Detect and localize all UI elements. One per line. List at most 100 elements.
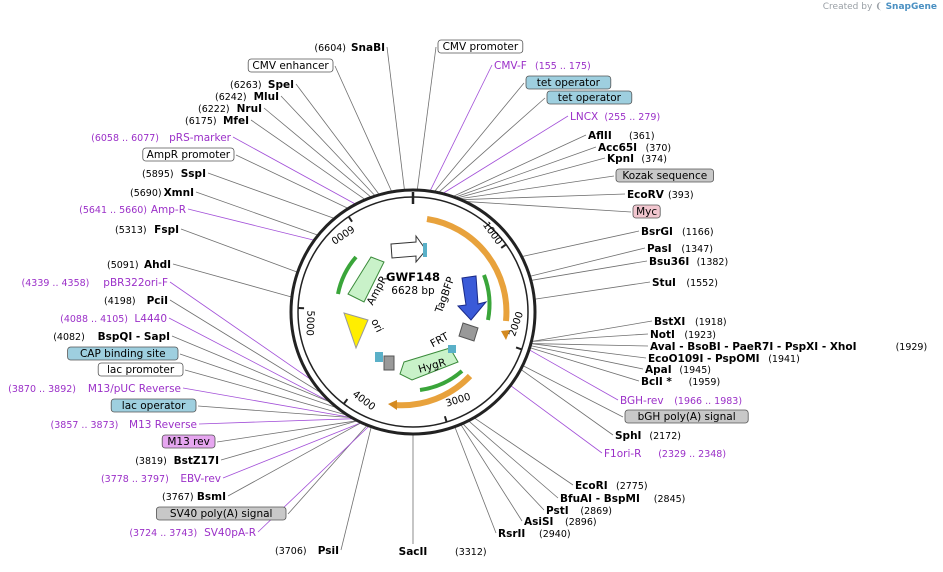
- site-label-sacii: SacII(3312): [399, 546, 487, 558]
- site-label-stui: StuI(1552): [652, 277, 718, 289]
- snapgene-logo-icon: ❨: [875, 2, 883, 12]
- site-position: (1929): [896, 342, 928, 353]
- leader-line: [287, 424, 368, 515]
- site-label-ecoo109i: EcoO109I - PspOMI(1941): [648, 353, 800, 365]
- leader-line: [334, 65, 393, 193]
- leader-line: [227, 422, 362, 497]
- site-name: AflII: [588, 130, 612, 142]
- leader-line: [416, 46, 437, 191]
- site-name: XmnI: [164, 187, 194, 199]
- site-name: BsrGI: [641, 226, 673, 238]
- site-label-lac-operator: lac operator: [110, 398, 197, 413]
- site-label-cmv-f: CMV-F(155 .. 175): [494, 60, 591, 72]
- site-label-acc65i: Acc65I(370): [598, 142, 671, 154]
- site-label-cmv-enhancer: CMV enhancer: [247, 58, 334, 73]
- site-position: (4339 .. 4358): [22, 278, 90, 289]
- leader-line: [172, 263, 293, 298]
- site-label-rsrii: RsrII(2940): [498, 528, 571, 540]
- orf-arc-tagbfp-head: [501, 330, 510, 340]
- site-label-l4440: L4440(4088 .. 4105): [60, 313, 167, 325]
- primer-arc-left: [336, 255, 358, 295]
- leader-line: [182, 387, 353, 419]
- site-label-psti: PstI(2869): [546, 505, 612, 517]
- primer-arc-bottom: [419, 369, 464, 392]
- feature-box: [632, 204, 661, 219]
- site-position: (374): [641, 154, 667, 165]
- leader-line: [168, 317, 332, 404]
- site-name: PsiI: [318, 545, 339, 557]
- leader-line: [452, 134, 587, 198]
- feature-box: [546, 90, 633, 105]
- feature-box: [155, 506, 287, 521]
- site-label-bgh-polya: bGH poly(A) signal: [624, 409, 749, 424]
- primer-arc-right: [482, 274, 492, 321]
- feature-label: bGH poly(A) signal: [638, 411, 736, 423]
- site-label-ecorv: EcoRV(393): [627, 189, 694, 201]
- site-position: (4198): [104, 296, 136, 307]
- site-name: pRS-marker: [169, 132, 232, 144]
- feature-label: SV40 poly(A) signal: [170, 508, 273, 520]
- tagbfp-feature-arrow: [456, 275, 488, 321]
- site-name: SV40pA-R: [204, 527, 256, 539]
- site-name: BstZ17I: [174, 455, 219, 467]
- leader-line: [458, 175, 615, 200]
- site-position: (5313): [115, 225, 147, 236]
- site-position: (3857 .. 3873): [51, 420, 119, 431]
- leader-line: [531, 320, 653, 342]
- feature-label: tet operator: [558, 92, 622, 104]
- ampr-feature-arrow: [347, 256, 385, 303]
- grey-feature-block: [458, 322, 479, 342]
- leader-line: [468, 420, 559, 499]
- leader-line: [522, 365, 624, 418]
- site-position: (5091): [107, 260, 139, 271]
- site-position: (2869): [580, 506, 612, 517]
- site-name: NotI: [650, 329, 675, 341]
- leader-line: [510, 385, 603, 454]
- site-label-mlui: MluI(6242): [215, 91, 279, 103]
- leader-lines: [168, 46, 653, 551]
- plasmid-size: 6628 bp: [391, 285, 435, 297]
- leader-line: [534, 281, 651, 300]
- site-position: (4088 .. 4105): [60, 314, 128, 325]
- leader-line: [531, 333, 649, 342]
- leader-line: [169, 299, 323, 394]
- site-position: (6604): [314, 43, 346, 54]
- site-position: (3706): [275, 546, 307, 557]
- leader-line: [179, 353, 339, 409]
- site-name: NruI: [237, 103, 262, 115]
- site-label-ecori: EcoRI(2775): [575, 480, 648, 492]
- site-label-nrui: NruI(6222): [198, 103, 262, 115]
- site-position: (1166): [682, 227, 714, 238]
- site-position: (1941): [768, 354, 800, 365]
- feature-label: Myc: [636, 206, 657, 218]
- scale-tick-label: 1000: [480, 220, 504, 247]
- site-position: (3767): [162, 492, 194, 503]
- leader-line: [454, 146, 597, 198]
- site-label-sphi: SphI(2172): [615, 430, 681, 442]
- site-label-myc: Myc: [632, 204, 661, 219]
- site-label-sv40-polya: SV40 poly(A) signal: [155, 506, 287, 521]
- leader-line: [529, 247, 646, 277]
- site-label-pasi: PasI(1347): [647, 243, 713, 255]
- feature-box: [247, 58, 334, 73]
- site-label-aflii: AflII(361): [588, 130, 655, 142]
- lac-mark: [375, 352, 383, 362]
- site-position: (1382): [697, 257, 729, 268]
- snapgene-credit: Created by ❨ SnapGene: [823, 2, 937, 12]
- site-name: BGH-rev: [620, 395, 664, 407]
- site-label-xmni: XmnI(5690): [130, 187, 194, 199]
- feature-box: [67, 346, 179, 361]
- site-name: BfuAI - BspMI: [560, 493, 640, 505]
- feature-label: tet operator: [537, 77, 601, 89]
- site-position: (155 .. 175): [535, 61, 591, 72]
- site-name: StuI: [652, 277, 676, 289]
- site-name: EcoRV: [627, 189, 665, 201]
- site-name: Amp-R: [151, 204, 186, 216]
- site-label-ahdi: AhdI(5091): [107, 259, 171, 271]
- site-name: Acc65I: [598, 142, 637, 154]
- leader-line: [464, 201, 632, 213]
- scale-tick-label: 6000: [329, 222, 356, 245]
- feature-box: [97, 362, 184, 377]
- site-position: (6263): [230, 80, 262, 91]
